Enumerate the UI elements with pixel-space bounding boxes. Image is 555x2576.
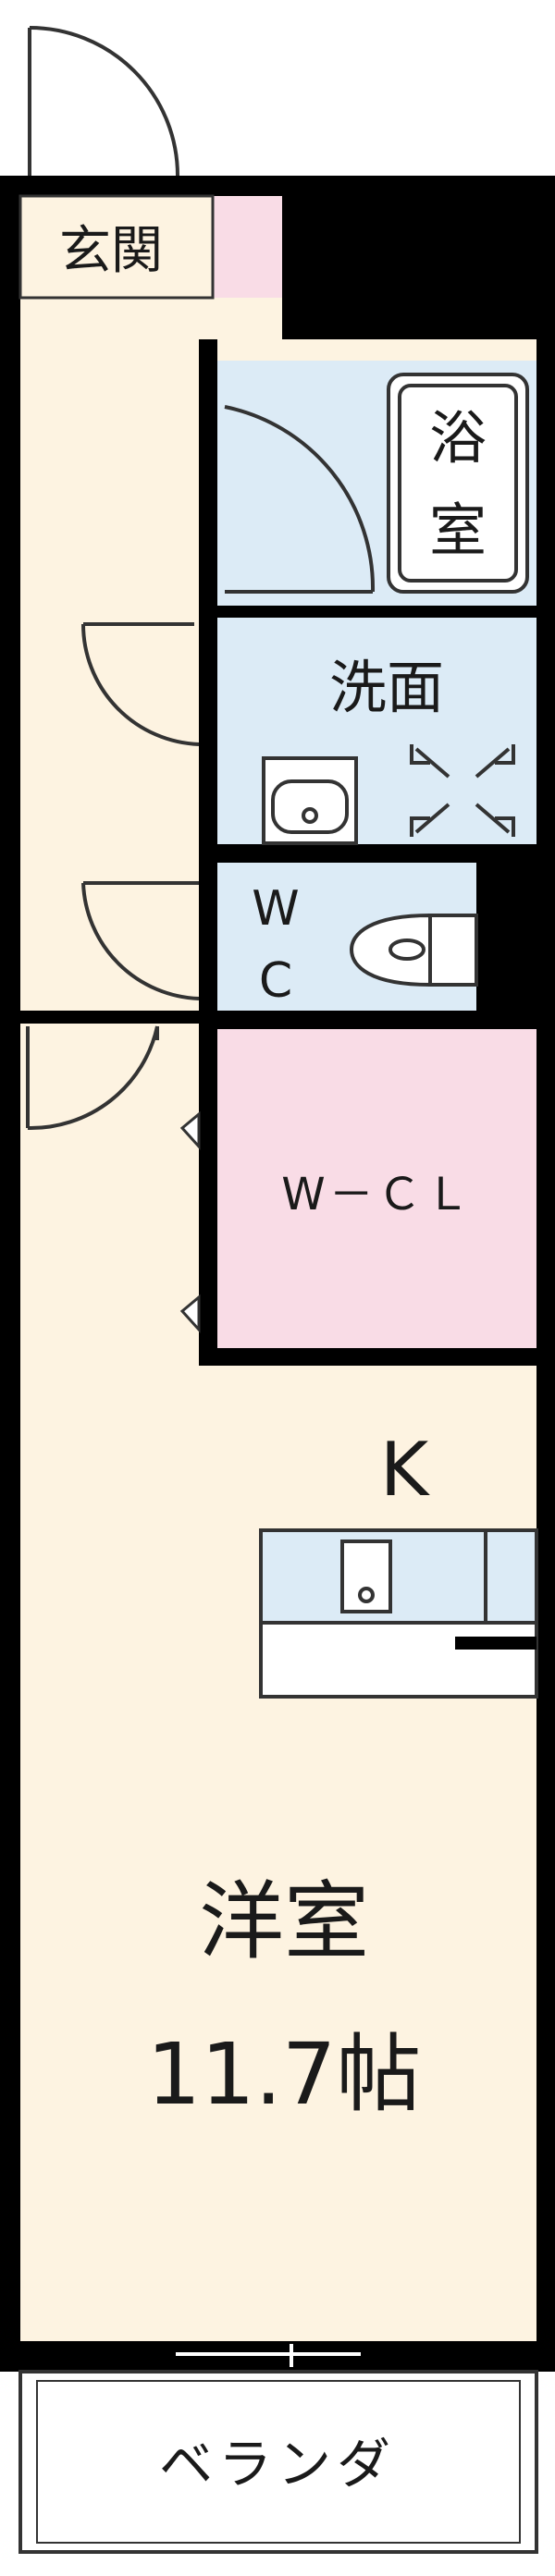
entrance-door-icon (28, 26, 179, 177)
room-closet (217, 1029, 536, 1348)
label-wc-1: W (252, 881, 299, 937)
label-balcony: ベランダ (159, 2433, 396, 2496)
wall-wc-bottom (217, 1011, 536, 1029)
label-western-room-size: 11.7帖 (147, 2025, 422, 2124)
closet-door-icon (179, 1110, 201, 1333)
wc-door-icon (81, 881, 200, 1000)
shoe-cabinet (213, 196, 282, 298)
toilet-icon (349, 913, 478, 987)
balcony-window-icon (176, 2344, 361, 2367)
kitchen-counter-icon (259, 1528, 538, 1699)
room-entrance (18, 194, 215, 300)
washroom-door-icon (81, 622, 200, 746)
label-kitchen: K (380, 1427, 431, 1513)
balcony (18, 2370, 538, 2554)
bath-door-icon (224, 405, 376, 594)
wash-basin-icon (262, 756, 358, 845)
wall-block-top (282, 196, 536, 339)
partition-wall (199, 339, 217, 1366)
balcony-inner (36, 2380, 521, 2544)
label-bath-2: 室 (429, 497, 487, 564)
room-door-icon (26, 1025, 159, 1131)
label-washroom: 洗面 (329, 654, 444, 721)
bathtub-icon (387, 373, 529, 594)
wall-closet-bottom (199, 1348, 536, 1366)
wall-bath-wash (217, 606, 536, 618)
label-wc-2: C (259, 953, 292, 1009)
label-western-room: 洋室 (199, 1872, 369, 1971)
washing-machine-icon (410, 744, 515, 837)
label-bath-1: 浴 (429, 404, 487, 472)
label-entrance: 玄関 (59, 221, 163, 281)
wall-wc-right (476, 863, 536, 1029)
wall-wash-wc (217, 844, 536, 863)
corridor-partition (20, 1011, 217, 1024)
label-closet: W－ＣＬ (281, 1169, 473, 1221)
